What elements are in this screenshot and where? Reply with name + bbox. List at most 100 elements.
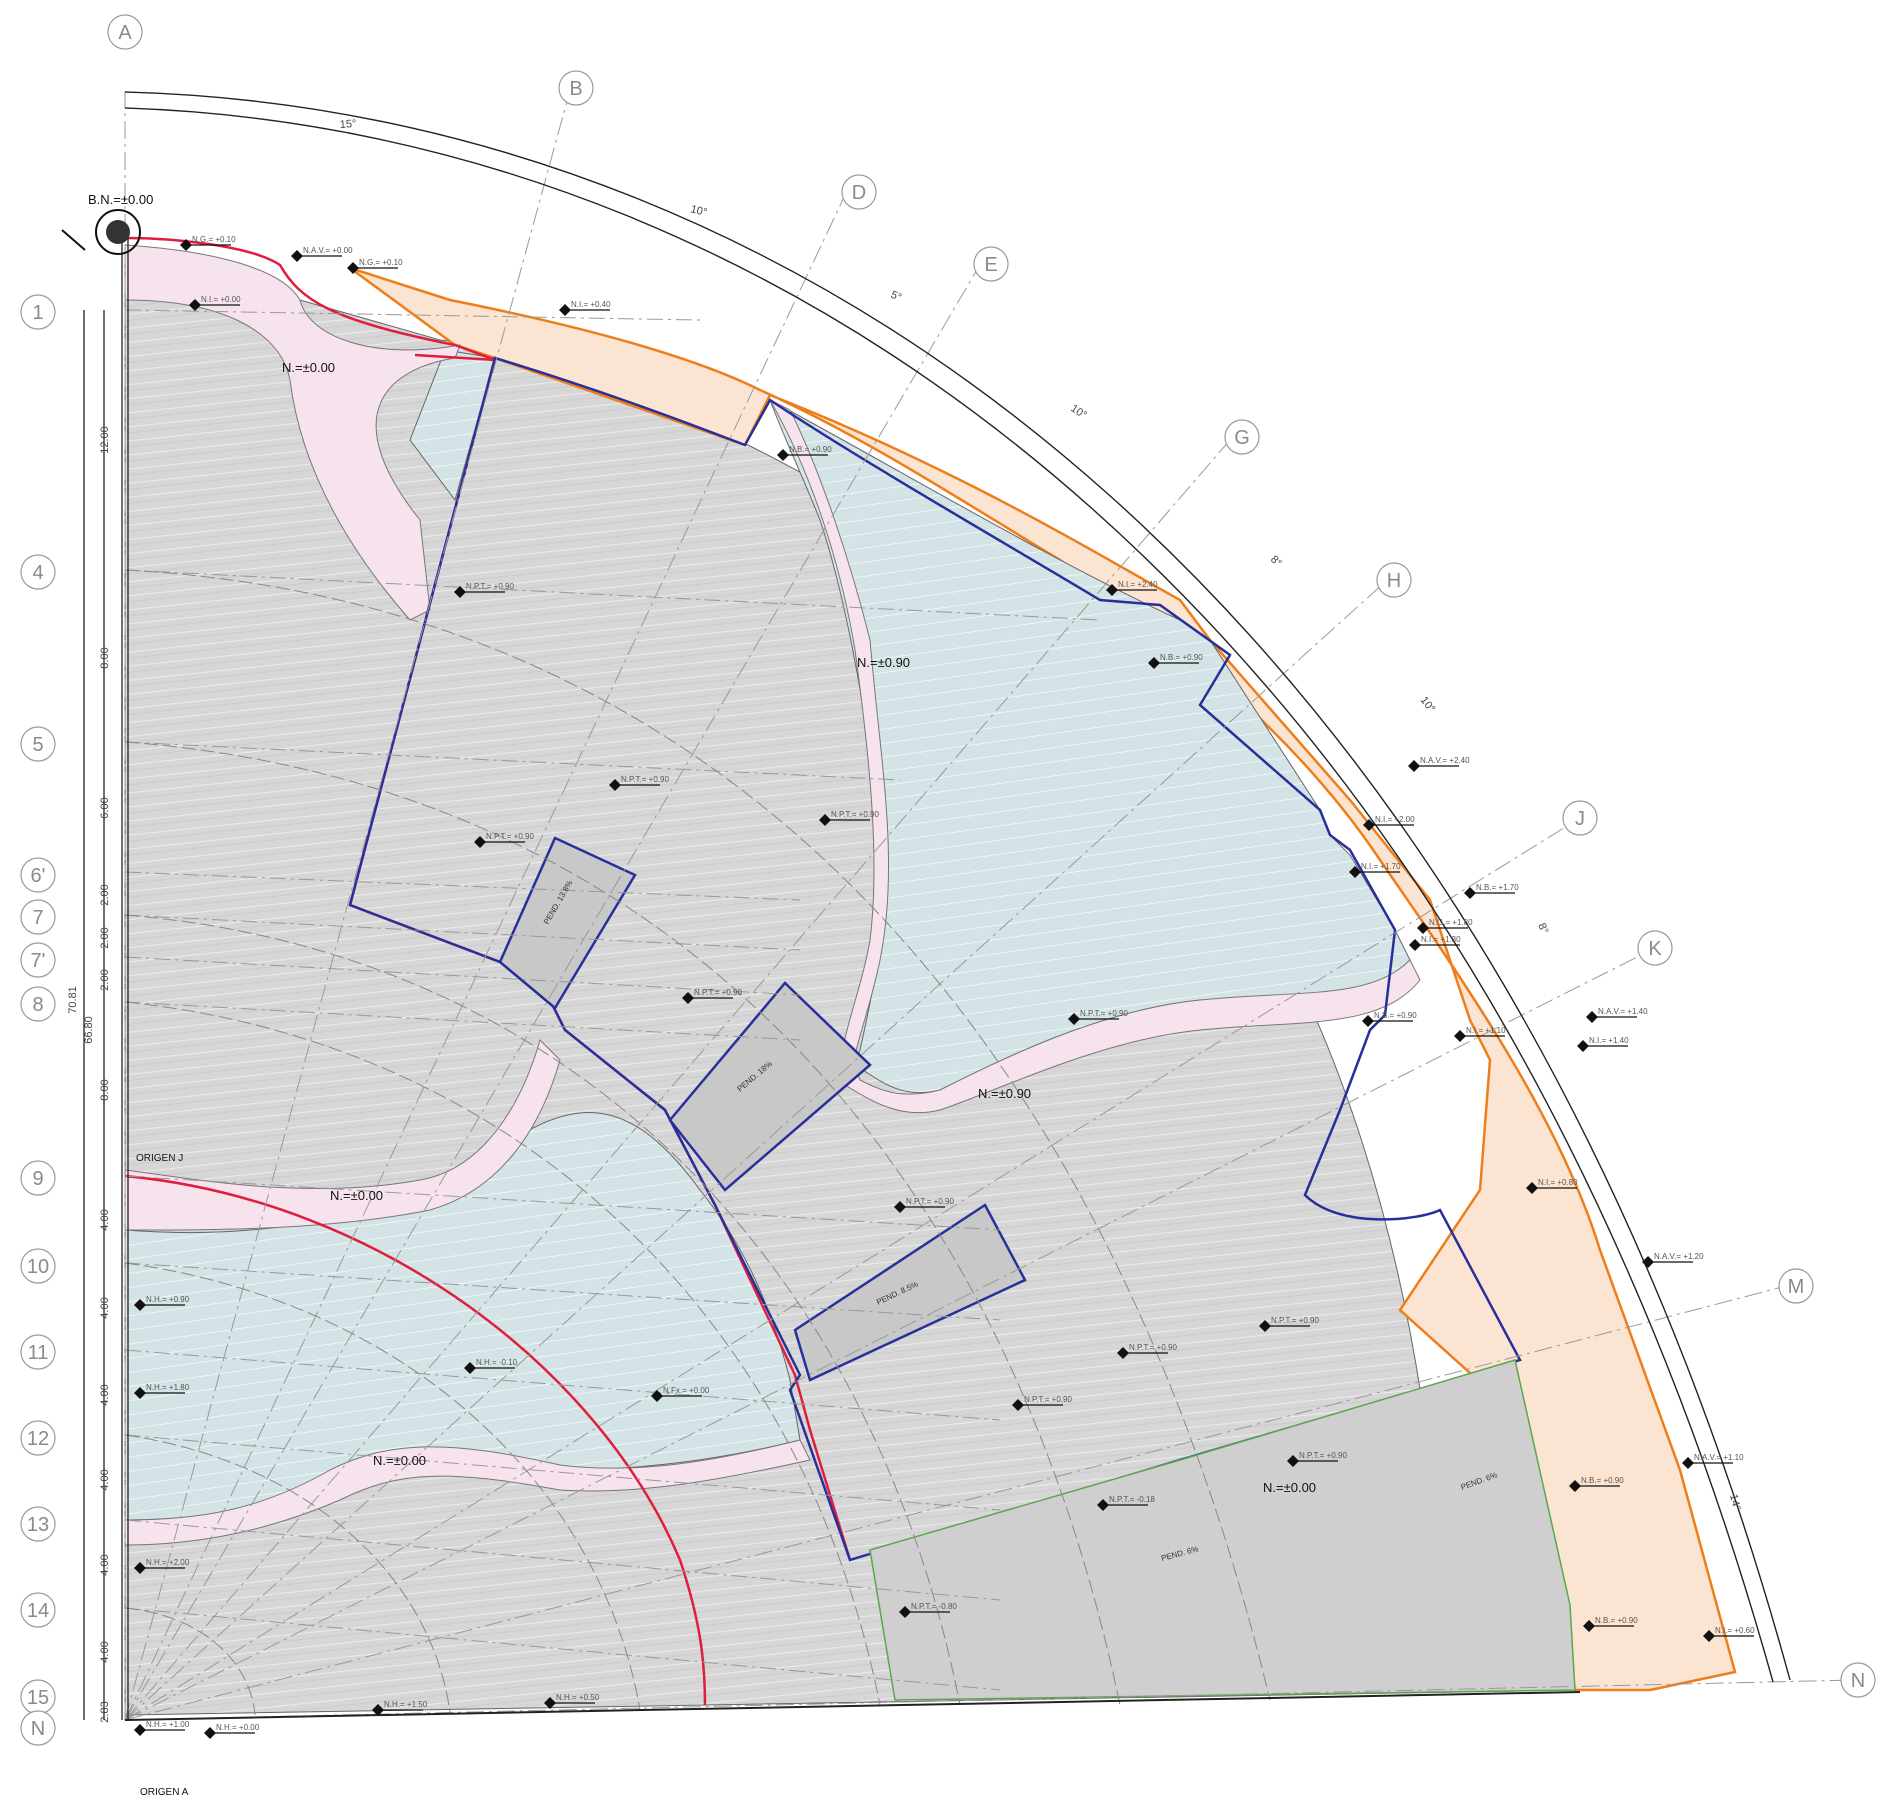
pink-path-central: [768, 398, 1421, 1114]
spot-level-marker: N.G.= +0.10: [347, 258, 403, 274]
spot-level-marker: N.P.T.= +0.90: [454, 582, 514, 598]
dimension-label: 2.00: [99, 969, 111, 990]
grid-bubble-j: J: [1562, 800, 1598, 836]
grid-bubble-a: A: [107, 14, 143, 50]
spot-level-marker: N.I.= +2.40: [1106, 580, 1158, 596]
grid-bubble-m: M: [1778, 1268, 1814, 1304]
benchmark-label: B.N.=±0.00: [88, 192, 153, 207]
spot-level-marker: N.A.V.= +1.20: [1642, 1252, 1704, 1268]
spot-level-marker: N.I.= +0.60: [1703, 1626, 1755, 1642]
zone-level-label: N.=±0.90: [857, 655, 910, 670]
grid-bubble-n: N: [1840, 1662, 1876, 1698]
grid-row-10: 11: [20, 1334, 56, 1370]
grid-row-14: 15: [20, 1679, 56, 1715]
spot-level-marker: N.G.= +1.80: [1417, 918, 1473, 934]
ramp-box-2: [668, 981, 872, 1192]
spot-level-label: N.H.= +0.50: [556, 1693, 600, 1702]
dimension-label: 2.00: [99, 884, 111, 905]
radial-grid: [124, 89, 1856, 1721]
spot-level-marker: N.I.= +0.80: [1526, 1178, 1578, 1194]
spot-level-label: N.P.T.= +0.90: [906, 1197, 954, 1206]
grid-row-6: 7': [20, 942, 56, 978]
spot-level-marker: N.A.V.= +2.40: [1408, 756, 1470, 772]
grid-row-2: 4: [20, 554, 56, 590]
spot-level-marker: N.P.T.= +0.90: [609, 775, 669, 791]
spot-level-marker: N.I.= +1.40: [1577, 1036, 1629, 1052]
zone-level-label: N.=±0.00: [1263, 1480, 1316, 1495]
spot-level-label: N.I.= +0.60: [1715, 1626, 1755, 1635]
spot-level-marker: N.B.= +0.90: [1569, 1476, 1624, 1492]
grid-bubble-k-label: K: [1648, 938, 1662, 960]
spot-level-marker: N.Fx.= +0.00: [651, 1386, 710, 1402]
grid-row-6-label: 7': [31, 950, 46, 972]
spot-level-marker: N.P.T.= +0.90: [1259, 1316, 1319, 1332]
spot-level-marker: N.P.T.= +0.90: [1012, 1395, 1072, 1411]
spot-level-label: N.I.= +1.30: [1421, 935, 1461, 944]
spot-level-label: N.I.= +0.80: [1538, 1178, 1578, 1187]
grid-row-13-label: 14: [27, 1600, 49, 1622]
grid-row-12: 13: [20, 1506, 56, 1542]
spot-level-label: N.P.T.= +0.90: [486, 832, 534, 841]
spot-level-marker: N.P.T.= +0.90: [894, 1197, 954, 1213]
spot-level-label: N.G.= +0.10: [359, 258, 403, 267]
spot-level-marker: N.P.T.= +0.90: [682, 988, 742, 1004]
spot-level-marker: N.H.= -0.10: [464, 1358, 518, 1374]
spot-level-label: N.P.T.= +0.90: [1024, 1395, 1072, 1404]
ramp-box-3: [793, 1203, 1027, 1382]
grid-row-1-label: 1: [32, 302, 43, 324]
dimension-label: 4.00: [99, 1384, 111, 1405]
overall-dimension-label: 66.80: [83, 1016, 95, 1044]
spot-level-marker: N.A.V.= +0.00: [291, 246, 353, 262]
grid-bubble-e-label: E: [984, 254, 997, 276]
spot-level-label: N.P.T.= +0.90: [1299, 1451, 1347, 1460]
benchmark-symbol: [61, 209, 141, 255]
grid-row-11-label: 12: [27, 1428, 49, 1450]
grid-bubble-m-label: M: [1788, 1276, 1805, 1298]
spot-level-label: N.I.= +2.00: [1375, 815, 1415, 824]
grid-row-7: 8: [20, 986, 56, 1022]
spot-level-label: N.I.= +2.40: [1118, 580, 1158, 589]
grid-row-2-label: 4: [32, 562, 43, 584]
spot-level-label: N.G.= +0.10: [192, 235, 236, 244]
dimension-label: 6.00: [99, 797, 111, 818]
grid-bubble-e: E: [973, 246, 1009, 282]
spot-level-marker: N.G.= +0.10: [180, 235, 236, 251]
dimension-label: 8.00: [99, 647, 111, 668]
arc-angle-label: 10°: [689, 203, 708, 219]
origin-label: ORIGEN J: [136, 1153, 183, 1164]
spot-level-marker: N.A.V.= +1.10: [1682, 1453, 1744, 1469]
spot-level-label: N.A.V.= +1.10: [1694, 1453, 1744, 1462]
grid-row-1: 1: [20, 294, 56, 330]
grid-row-9: 10: [20, 1248, 56, 1284]
spot-level-label: N.P.T.= +0.90: [1129, 1343, 1177, 1352]
grid-bubble-g-label: G: [1234, 427, 1250, 449]
spot-level-label: N.H.= +0.90: [146, 1295, 190, 1304]
spot-level-marker: N.P.T.= -0.80: [899, 1602, 957, 1618]
spot-level-marker: N.I.= +1.10: [1454, 1026, 1506, 1042]
spot-level-label: N.P.T.= +0.90: [621, 775, 669, 784]
spot-level-marker: N.H.= +1.50: [372, 1700, 428, 1716]
zone-level-label: N.=±0.00: [282, 360, 335, 375]
grid-row-4: 6': [20, 857, 56, 893]
grid-bubble-d-label: D: [852, 182, 866, 204]
spot-level-marker: N.B.= +0.90: [1148, 653, 1203, 669]
spot-level-marker: N.P.T.= +0.90: [1287, 1451, 1347, 1467]
dimension-label: 4.00: [99, 1297, 111, 1318]
dimension-label: 4.00: [99, 1209, 111, 1230]
grid-bubble-d: D: [841, 174, 877, 210]
spot-level-marker: N.H.= +0.00: [204, 1723, 260, 1739]
grid-row-3: 5: [20, 726, 56, 762]
grid-row-15: N: [20, 1710, 56, 1746]
origin-label: ORIGEN A: [140, 1787, 189, 1798]
spot-level-label: N.B.= +0.90: [1595, 1616, 1638, 1625]
spot-level-marker: N.B.= +0.90: [1362, 1011, 1417, 1027]
spot-level-marker: N.P.T.= -0.18: [1097, 1495, 1155, 1511]
grid-bubble-k: K: [1637, 930, 1673, 966]
dimension-label: 2.00: [99, 927, 111, 948]
spot-level-label: N.I.= +1.10: [1466, 1026, 1506, 1035]
spot-level-label: N.P.T.= +0.90: [831, 810, 879, 819]
grid-row-11: 12: [20, 1420, 56, 1456]
spot-level-label: N.H.= +1.50: [384, 1700, 428, 1709]
arc-angle-label: 8°: [1535, 921, 1550, 936]
